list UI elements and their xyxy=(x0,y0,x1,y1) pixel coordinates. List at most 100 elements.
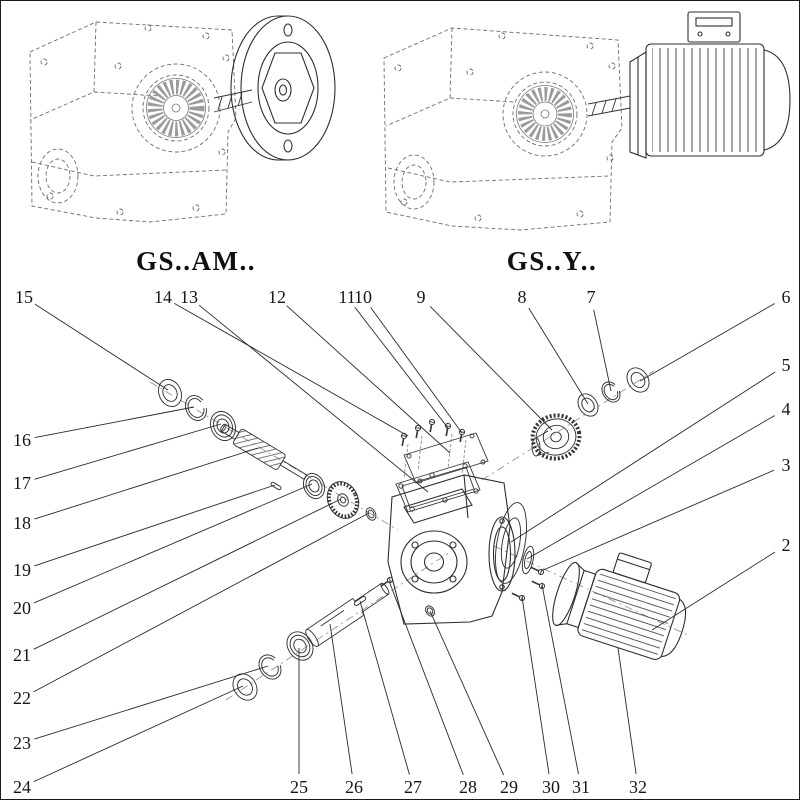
worm-wheel-section-2 xyxy=(516,85,574,143)
part-number-9: 9 xyxy=(417,287,426,307)
part-10-bolt xyxy=(458,428,466,443)
part-22-spacer-ring xyxy=(365,507,377,521)
part-14-bolt xyxy=(414,424,422,439)
leader-line-12 xyxy=(286,305,451,454)
part-number-19: 19 xyxy=(13,560,31,580)
leader-line-4 xyxy=(526,415,776,560)
part-6-seal-ring xyxy=(626,367,650,393)
part-20-bearing xyxy=(302,472,326,500)
part-23-circlip xyxy=(258,654,282,680)
leader-line-16 xyxy=(34,406,195,439)
part-5-flange-gasket xyxy=(495,502,527,584)
part-17-bearing xyxy=(209,410,237,442)
leader-line-29 xyxy=(429,610,505,776)
leader-line-14 xyxy=(174,303,409,437)
cover-bolt-a xyxy=(400,432,408,447)
part-number-30: 30 xyxy=(542,777,560,797)
part-21-worm-wheel xyxy=(326,481,360,519)
part-number-26: 26 xyxy=(345,777,363,797)
leader-line-27 xyxy=(359,600,410,775)
part-4-spacer-ring xyxy=(521,545,535,575)
leader-line-8 xyxy=(528,307,589,405)
part-number-10: 10 xyxy=(354,287,372,307)
part-18-worm-shaft xyxy=(220,423,308,480)
part-27-key xyxy=(353,596,367,606)
small-parts-layer xyxy=(157,367,650,701)
leader-line-13 xyxy=(198,304,429,493)
gearbox-housing-exploded xyxy=(387,474,516,625)
part-number-15: 15 xyxy=(15,287,33,307)
part-8-spacer-ring xyxy=(577,393,599,417)
leader-line-28 xyxy=(388,580,464,776)
part-number-11: 11 xyxy=(338,287,355,307)
part-30-bolt xyxy=(511,592,526,602)
leader-line-5 xyxy=(510,371,776,543)
leader-line-18 xyxy=(34,447,259,520)
leader-line-30 xyxy=(521,596,550,775)
leader-line-21 xyxy=(33,498,342,650)
part-13-cover-plate xyxy=(395,461,481,513)
part-number-3: 3 xyxy=(782,455,791,475)
leader-line-10 xyxy=(370,307,463,434)
model-label-gsy: GS..Y.. xyxy=(507,246,598,276)
motor-input-shaft xyxy=(587,95,631,117)
part-19-pin xyxy=(270,481,282,491)
part-25-bearing xyxy=(286,631,314,661)
part-number-32: 32 xyxy=(629,777,647,797)
part-12-gasket xyxy=(403,432,489,484)
leader-line-31 xyxy=(541,584,579,775)
part-number-13: 13 xyxy=(180,287,198,307)
part-number-27: 27 xyxy=(404,777,422,797)
cover-bolt-b xyxy=(428,418,436,433)
part-number-20: 20 xyxy=(13,598,31,618)
leader-line-32 xyxy=(617,647,637,775)
part-number-6: 6 xyxy=(782,287,791,307)
part-number-16: 16 xyxy=(13,430,31,450)
leader-line-23 xyxy=(34,665,269,740)
output-flange xyxy=(230,15,336,161)
cover-bolt-paths xyxy=(403,433,467,479)
leader-line-22 xyxy=(33,512,370,693)
part-number-7: 7 xyxy=(587,287,596,307)
leader-line-11 xyxy=(354,307,449,429)
part-number-12: 12 xyxy=(268,287,286,307)
model-label-gsam: GS..AM.. xyxy=(136,246,256,276)
part-number-4: 4 xyxy=(782,399,791,419)
leader-line-6 xyxy=(639,303,775,382)
part-number-25: 25 xyxy=(290,777,308,797)
part-9-gear xyxy=(530,413,582,461)
leader-line-3 xyxy=(540,469,775,572)
part-number-8: 8 xyxy=(518,287,527,307)
leader-line-15 xyxy=(34,303,169,391)
gearbox-motor-drawing xyxy=(383,11,791,231)
part-number-21: 21 xyxy=(13,645,31,665)
part-number-24: 24 xyxy=(13,777,31,797)
part-7-circlip xyxy=(601,381,621,403)
part-number-28: 28 xyxy=(459,777,477,797)
part-number-22: 22 xyxy=(13,688,31,708)
leader-line-2 xyxy=(651,551,776,631)
worm-wheel-section xyxy=(146,78,206,138)
leader-line-19 xyxy=(34,484,276,567)
part-number-5: 5 xyxy=(782,355,791,375)
leader-line-26 xyxy=(329,623,353,775)
gearbox-flange-drawing xyxy=(29,15,336,223)
motor-drawing xyxy=(629,11,791,159)
part-15-seal-ring xyxy=(157,378,183,408)
part-number-23: 23 xyxy=(13,733,31,753)
leader-line-7 xyxy=(593,309,612,392)
part-number-18: 18 xyxy=(13,513,31,533)
part-number-17: 17 xyxy=(13,473,31,493)
part-28-bolt xyxy=(380,576,394,587)
exploded-assembly xyxy=(149,367,691,701)
part-26-output-shaft xyxy=(305,582,390,647)
leader-line-24 xyxy=(33,685,244,783)
leader-line-17 xyxy=(34,423,222,480)
part-number-14: 14 xyxy=(154,287,172,307)
part-16-circlip xyxy=(184,394,207,421)
part-number-31: 31 xyxy=(572,777,590,797)
leader-line-9 xyxy=(429,305,553,431)
